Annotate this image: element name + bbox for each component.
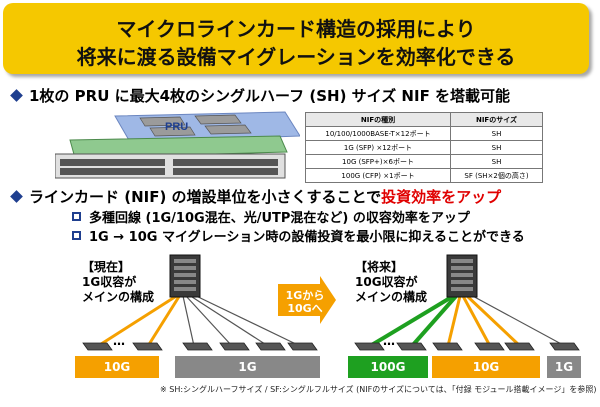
current-segment-1g: 1G	[175, 356, 320, 378]
current-caption-heading: 【現在】	[82, 260, 131, 274]
bullet-2-highlight: 投資効率をアップ	[381, 188, 502, 206]
arrow-label-line-2: 10Gへ	[287, 302, 323, 315]
nif-module	[204, 124, 252, 135]
migration-arrow-label: 1Gから 10Gへ	[280, 289, 330, 315]
port-row	[173, 168, 278, 175]
nif-module	[149, 126, 196, 137]
sub-bullet-2-text: 1G → 10G マイグレーション時の設備投資を最小限に抑えることができる	[89, 230, 525, 245]
table-row: 10/100/1000BASE-T×12ポート SH	[305, 126, 543, 141]
sub-bullet-1-text: 多種回線 (1G/10G混在、光/UTP混在など) の収容効率をアップ	[89, 211, 470, 226]
port-row	[60, 159, 165, 166]
current-switch-icons	[82, 342, 318, 351]
sub-bullet-2: 1G → 10G マイグレーション時の設備投資を最小限に抑えることができる	[72, 226, 525, 245]
future-segment-100g: 100G	[348, 356, 428, 378]
future-links	[368, 293, 566, 348]
future-segment-10g: 10G	[432, 356, 540, 378]
table-row: 100G (CFP) ×1ポート SF (SH×2個の高さ)	[305, 168, 543, 183]
future-ellipsis: …	[383, 334, 395, 348]
future-caption-line-1: 10G収容が	[355, 275, 418, 289]
square-bullet-icon	[72, 212, 81, 221]
nif-module	[194, 114, 242, 125]
table-header: NIFの種別	[305, 112, 451, 127]
bullet-1: 1枚の PRU に最大4枚のシングルハーフ (SH) サイズ NIF を塔載可能	[10, 85, 511, 106]
current-links	[97, 293, 301, 348]
current-ellipsis: …	[113, 334, 125, 348]
future-caption-heading: 【将来】	[355, 260, 404, 274]
migration-arrow-icon	[278, 276, 336, 324]
bullet-2-text: ラインカード (NIF) の増設単位を小さくすることで	[29, 188, 382, 206]
future-segment-1g: 1G	[547, 356, 581, 378]
current-segment-10g: 10G	[75, 356, 159, 378]
future-chassis-icon	[446, 254, 478, 298]
future-caption: 【将来】 10G収容が メインの構成	[355, 260, 427, 305]
current-caption-line-2: メインの構成	[82, 290, 155, 304]
bullet-1-text: 1枚の PRU に最大4枚のシングルハーフ (SH) サイズ NIF を塔載可能	[29, 87, 511, 105]
bullet-2: ラインカード (NIF) の増設単位を小さくすることで 投資効率をアップ	[10, 186, 502, 207]
port-row	[60, 168, 165, 175]
title-line-2: 将来に渡る設備マイグレーションを効率化できる	[76, 45, 516, 69]
table-row: 1G (SFP) ×12ポート SH	[305, 140, 543, 155]
future-caption-line-2: メインの構成	[355, 290, 428, 304]
sub-bullet-1: 多種回線 (1G/10G混在、光/UTP混在など) の収容効率をアップ	[72, 207, 470, 226]
nif-module	[139, 116, 186, 127]
line-card-illustration: PRU	[55, 111, 300, 179]
current-caption: 【現在】 1G収容が メインの構成	[82, 260, 154, 305]
title-banner: マイクロラインカード構造の採用により 将来に渡る設備マイグレーションを効率化でき…	[3, 3, 589, 74]
pru-label: PRU	[165, 121, 188, 133]
future-switch-icons	[354, 342, 580, 351]
footnote: ※ SH:シングルハーフサイズ / SF:シングルフルサイズ (NIFのサイズに…	[160, 385, 597, 394]
port-row	[173, 159, 278, 166]
current-caption-line-1: 1G収容が	[82, 275, 137, 289]
table-cell: SF (SH×2個の高さ)	[450, 168, 543, 183]
title-line-1: マイクロラインカード構造の採用により	[116, 17, 476, 41]
square-bullet-icon	[72, 231, 81, 240]
current-chassis-icon	[169, 254, 201, 298]
pcb-underlay	[69, 135, 288, 159]
nif-table: NIFの種別 NIFのサイズ 10/100/1000BASE-T×12ポート S…	[305, 112, 543, 183]
arrow-label-line-1: 1Gから	[285, 289, 325, 302]
